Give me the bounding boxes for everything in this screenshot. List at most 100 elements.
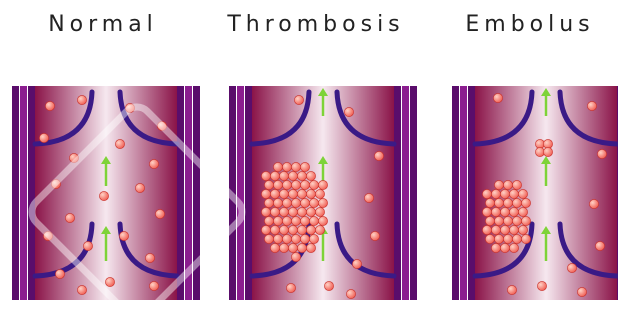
blood-cell [291, 180, 300, 189]
blood-cell [309, 234, 318, 243]
blood-cell [291, 252, 300, 261]
blood-cell [300, 216, 309, 225]
blood-cell [494, 198, 503, 207]
blood-cell [500, 207, 509, 216]
blood-cell [597, 149, 606, 158]
blood-cell [300, 180, 309, 189]
blood-cell [543, 147, 552, 156]
blood-cell [521, 216, 530, 225]
blood-cell [270, 189, 279, 198]
blood-cell [306, 243, 315, 252]
blood-cell [509, 225, 518, 234]
blood-cell [157, 121, 166, 130]
blood-cell [300, 234, 309, 243]
label-thrombosis: Thrombosis [226, 12, 406, 37]
vessel-wall-right [394, 86, 417, 300]
blood-cell [503, 180, 512, 189]
blood-cell [306, 207, 315, 216]
blood-cell [273, 216, 282, 225]
blood-cell [364, 193, 373, 202]
blood-cell [288, 243, 297, 252]
blood-cell [300, 162, 309, 171]
blood-cell [309, 180, 318, 189]
vein-panel-embolus [452, 86, 618, 300]
blood-cell [509, 207, 518, 216]
blood-cell [155, 209, 164, 218]
vein-illustration-thrombosis [229, 86, 417, 300]
blood-cell [344, 107, 353, 116]
blood-cell [507, 285, 516, 294]
blood-cell [306, 171, 315, 180]
label-normal: Normal [13, 12, 193, 37]
blood-cell [315, 225, 324, 234]
blood-cell [567, 263, 576, 272]
blood-cell [288, 225, 297, 234]
blood-cell [288, 207, 297, 216]
blood-cell [69, 153, 78, 162]
blood-cell [270, 243, 279, 252]
blood-cell [149, 159, 158, 168]
blood-cell [264, 234, 273, 243]
blood-cell [300, 198, 309, 207]
blood-cell [512, 234, 521, 243]
blood-cell [587, 101, 596, 110]
blood-cell [145, 253, 154, 262]
blood-cell [297, 243, 306, 252]
blood-cell [503, 234, 512, 243]
blood-cell [537, 281, 546, 290]
blood-cell [521, 234, 530, 243]
blood-cell [279, 207, 288, 216]
blood-cell [261, 207, 270, 216]
vein-panel-normal [12, 86, 200, 300]
blood-cell [482, 207, 491, 216]
blood-cell [318, 180, 327, 189]
blood-cell [577, 287, 586, 296]
blood-cell [485, 216, 494, 225]
blood-cell [77, 95, 86, 104]
blood-cell [306, 189, 315, 198]
blood-cell [273, 198, 282, 207]
blood-cell [494, 216, 503, 225]
blood-cell [509, 243, 518, 252]
blood-cell [485, 198, 494, 207]
blood-cell [494, 180, 503, 189]
blood-cell [297, 171, 306, 180]
blood-cell [503, 216, 512, 225]
blood-cell [45, 101, 54, 110]
blood-cell [65, 213, 74, 222]
blood-cell [370, 231, 379, 240]
blood-cell [261, 225, 270, 234]
blood-cell [270, 225, 279, 234]
blood-cell [282, 180, 291, 189]
blood-cell [297, 225, 306, 234]
blood-cell [309, 216, 318, 225]
blood-cell [512, 180, 521, 189]
blood-cell [512, 198, 521, 207]
blood-cell [105, 277, 114, 286]
blood-cell [518, 189, 527, 198]
blood-cell [491, 207, 500, 216]
blood-cell [51, 179, 60, 188]
blood-cell [297, 207, 306, 216]
blood-cell [279, 171, 288, 180]
blood-cell [273, 180, 282, 189]
blood-cell [279, 225, 288, 234]
vessel-wall-left [12, 86, 35, 300]
blood-cell [273, 234, 282, 243]
blood-cell [264, 180, 273, 189]
blood-cell [282, 216, 291, 225]
blood-cell [279, 243, 288, 252]
blood-cell [512, 216, 521, 225]
blood-cell [297, 189, 306, 198]
blood-cell [39, 133, 48, 142]
blood-cell [291, 162, 300, 171]
blood-cell [374, 151, 383, 160]
blood-cell [500, 225, 509, 234]
blood-cell [346, 289, 355, 298]
blood-cell [286, 283, 295, 292]
blood-cell [500, 189, 509, 198]
blood-cell [288, 189, 297, 198]
vein-illustration-embolus [452, 86, 618, 300]
vein-panel-thrombosis [229, 86, 417, 300]
blood-cell [315, 189, 324, 198]
